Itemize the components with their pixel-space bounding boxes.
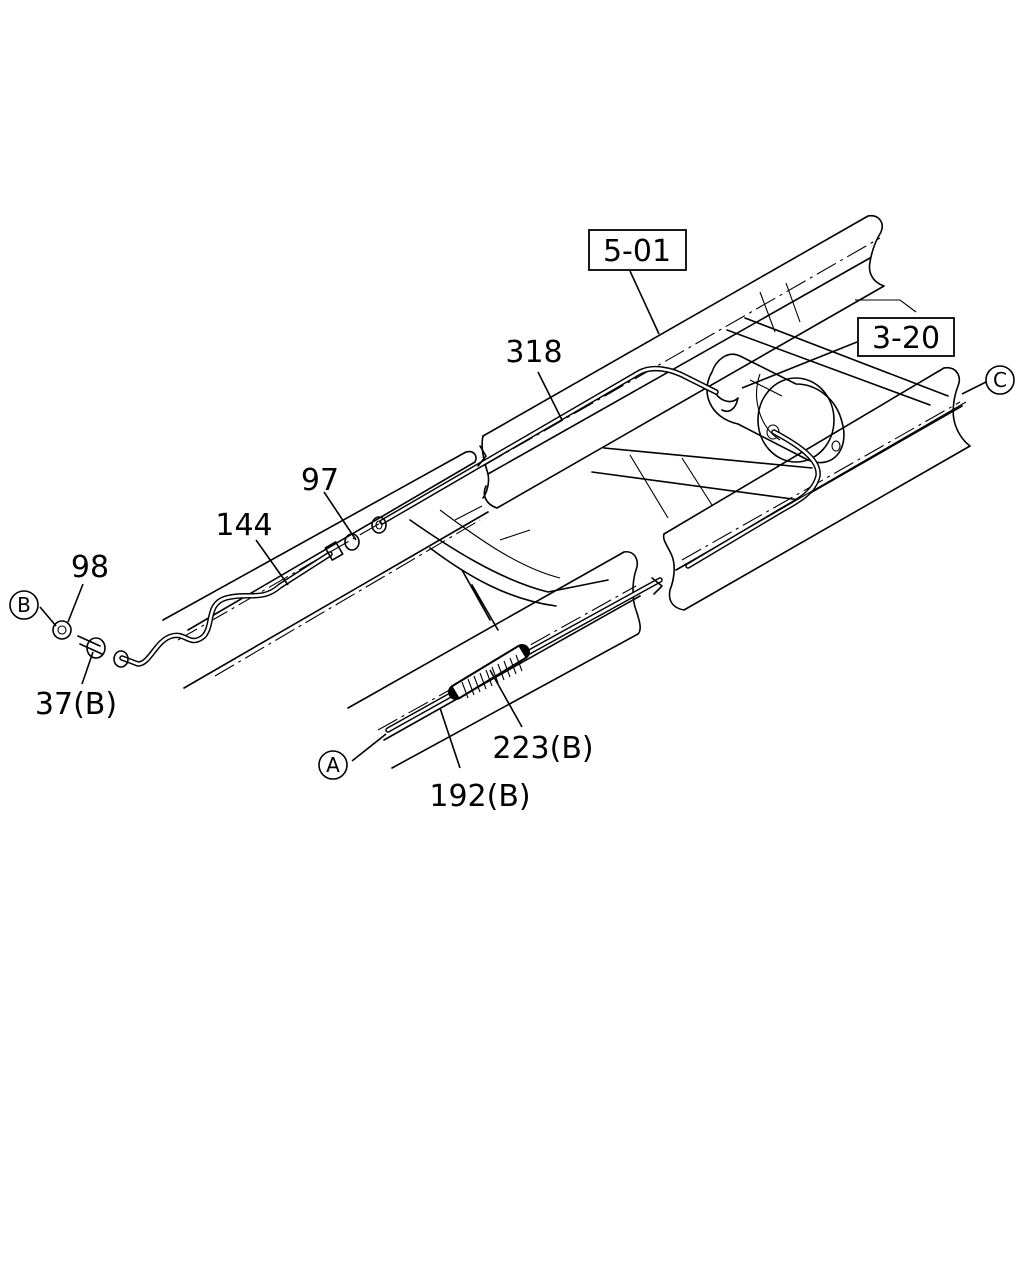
part-label-192b: 192(B) <box>429 779 530 814</box>
pipes <box>119 365 967 733</box>
part-label-37b: 37(B) <box>35 687 117 722</box>
upper-frame-rail <box>162 214 885 689</box>
part-label-98: 98 <box>71 550 109 585</box>
leader-lines <box>39 270 987 769</box>
reference-box-frame: 5-01 <box>588 229 687 271</box>
callout-c-letter: C <box>993 368 1007 392</box>
cross-members <box>409 282 949 631</box>
part-label-144: 144 <box>215 508 272 543</box>
part-label-97: 97 <box>301 463 339 498</box>
ref-label-tank: 3-20 <box>872 321 940 356</box>
lower-frame-rail <box>347 366 971 769</box>
fittings <box>52 516 387 668</box>
callout-b-letter: B <box>17 593 31 617</box>
ref-label-frame: 5-01 <box>603 234 671 269</box>
callout-a: A <box>318 750 348 780</box>
callout-a-letter: A <box>326 753 340 777</box>
part-label-223b: 223(B) <box>492 731 593 766</box>
part-label-318: 318 <box>505 335 562 370</box>
reference-box-tank: 3-20 <box>857 317 955 357</box>
callout-b: B <box>9 590 39 620</box>
callout-c: C <box>985 365 1015 395</box>
air-tank <box>706 353 845 464</box>
